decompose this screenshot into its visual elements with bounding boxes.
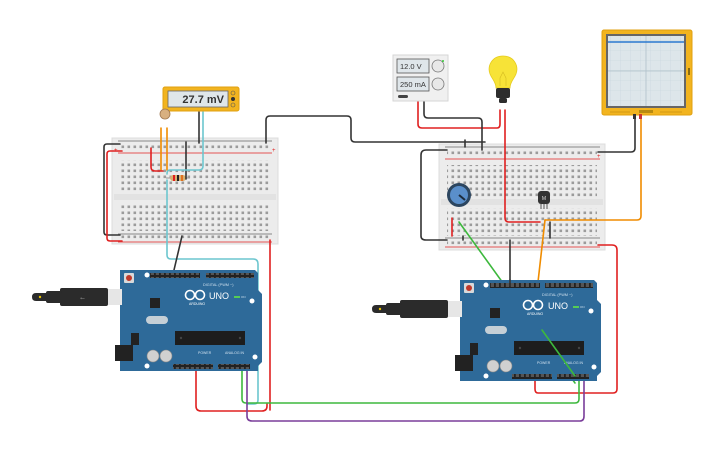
rail-plus-label: + (597, 154, 601, 160)
photoresistor[interactable] (159, 108, 171, 120)
multimeter-reading: 27.7 mV (182, 94, 224, 106)
usb-cable-right[interactable] (372, 300, 462, 318)
power-header-label: POWER (537, 361, 551, 365)
arduino-model: UNO (548, 301, 568, 311)
usb-cable-left[interactable]: ⭠ (32, 288, 122, 306)
wire-red[interactable] (106, 150, 123, 242)
mode-resistance-icon[interactable] (230, 102, 236, 108)
digital-header-label: DIGITAL (PWM ~) (203, 283, 234, 287)
current-display: 250 mA (400, 80, 426, 89)
oscilloscope[interactable] (601, 29, 693, 119)
power-switch[interactable] (398, 95, 408, 98)
wire-red[interactable] (534, 244, 618, 394)
wire-red[interactable] (504, 109, 541, 223)
wire-orange[interactable] (537, 219, 546, 283)
power-header-label: POWER (198, 351, 212, 355)
wire-green[interactable] (241, 369, 580, 404)
wire-red[interactable] (195, 364, 268, 412)
voltage-knob[interactable] (431, 59, 445, 73)
wire-cyan[interactable] (166, 111, 204, 175)
analog-header-label: ANALOG IN (225, 351, 245, 355)
wire-black[interactable] (103, 143, 121, 236)
power-supply[interactable]: 12.0 V 250 mA (392, 54, 449, 102)
arduino-uno-left[interactable]: DIGITAL (PWM ~) ARDUINO UNO ON POWER ANA… (115, 270, 262, 371)
wire-black[interactable] (173, 235, 183, 271)
current-knob[interactable] (431, 77, 445, 91)
power-jack (455, 355, 473, 371)
wire-red[interactable] (150, 147, 164, 172)
digital-header-label: DIGITAL (PWM ~) (542, 293, 573, 297)
rail-plus-label: + (272, 148, 276, 154)
atmega-chip (514, 341, 584, 355)
mode-voltage-icon[interactable] (230, 90, 236, 96)
usb-icon: ⭠ (80, 296, 85, 302)
voltage-display: 12.0 V (400, 62, 422, 71)
wire-black[interactable] (423, 99, 483, 151)
wire-green[interactable] (541, 329, 576, 377)
arduino-uno-right[interactable]: DIGITAL (PWM ~) ARDUINO UNO ON POWER ANA… (455, 280, 601, 381)
arduino-model: UNO (209, 291, 229, 301)
breadboard-left[interactable]: + + (111, 137, 279, 245)
atmega-chip (175, 331, 245, 345)
resistor[interactable] (166, 175, 190, 181)
wire-black[interactable] (420, 149, 448, 241)
analog-header-label: ANALOG IN (564, 361, 584, 365)
potentiometer[interactable] (447, 183, 471, 207)
arduino-brand: ARDUINO (189, 302, 205, 306)
wire-orange[interactable] (544, 117, 642, 221)
wire-black[interactable] (265, 115, 486, 144)
arduino-brand: ARDUINO (527, 312, 543, 316)
wire-purple[interactable] (246, 369, 585, 422)
sensor-label: M (542, 196, 546, 202)
multimeter[interactable]: 27.7 mV (162, 86, 240, 112)
wire-red[interactable] (417, 99, 501, 129)
mode-current-icon[interactable] (231, 97, 235, 101)
power-jack (115, 345, 133, 361)
lightbulb[interactable] (488, 55, 518, 103)
on-led-label: ON (580, 305, 585, 309)
wire-black[interactable] (597, 117, 636, 153)
temperature-sensor[interactable]: M (538, 191, 550, 209)
on-led-label: ON (241, 295, 246, 299)
